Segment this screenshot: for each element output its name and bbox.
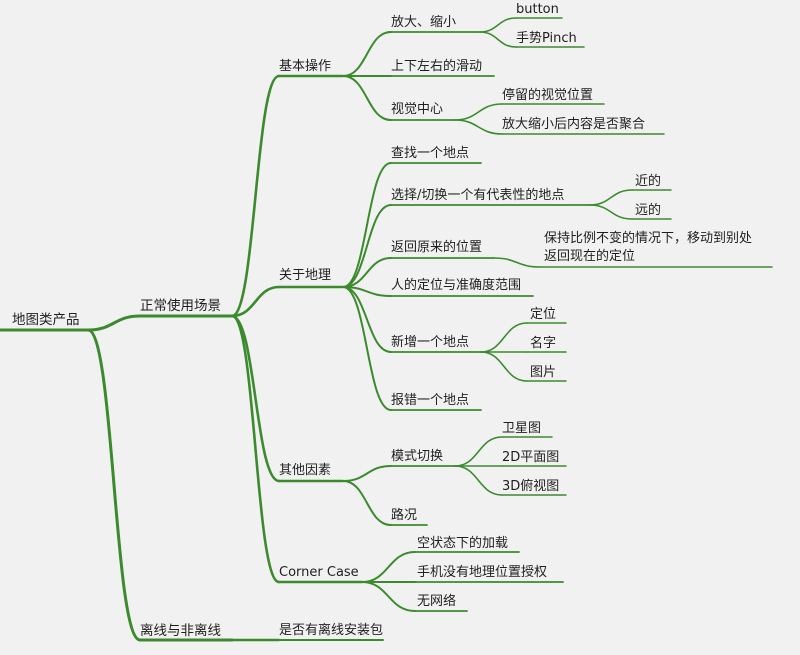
- node-traffic[interactable]: 路况: [391, 508, 418, 523]
- edge-mode-3d: [454, 465, 503, 496]
- edge-basic-visual: [342, 75, 392, 121]
- node-normal-usage[interactable]: 正常使用场景: [140, 298, 221, 314]
- edge-back-desc: [493, 257, 541, 268]
- edge-other-mode: [342, 465, 392, 482]
- node-no-network[interactable]: 无网络: [417, 594, 457, 609]
- node-offline[interactable]: 离线与非离线: [140, 623, 221, 639]
- edge-geo-add: [342, 286, 392, 353]
- node-return-desc-line2[interactable]: 返回现在的定位: [544, 249, 636, 264]
- node-visual-stay[interactable]: 停留的视觉位置: [502, 88, 594, 103]
- edge-geo-find: [342, 162, 392, 288]
- node-near[interactable]: 近的: [635, 174, 662, 189]
- node-add-picture[interactable]: 图片: [530, 365, 557, 380]
- node-zoom-pinch[interactable]: 手势Pinch: [516, 31, 577, 46]
- edge-root-normal: [86, 314, 142, 332]
- node-add-place[interactable]: 新增一个地点: [391, 335, 470, 350]
- edge-normal-corner: [230, 314, 281, 584]
- node-no-location-auth[interactable]: 手机没有地理位置授权: [417, 565, 548, 580]
- edge-zoom-button: [479, 17, 517, 33]
- node-corner-case[interactable]: Corner Case: [279, 565, 359, 580]
- edge-visual-stay: [454, 103, 503, 121]
- node-add-position[interactable]: 定位: [530, 307, 557, 322]
- node-select-place[interactable]: 选择/切换一个有代表性的地点: [391, 188, 565, 203]
- edge-geo-select: [342, 204, 392, 288]
- edge-normal-other: [230, 314, 281, 483]
- edge-root-offline: [86, 328, 142, 642]
- node-far[interactable]: 远的: [635, 203, 662, 218]
- edge-geo-report: [342, 286, 392, 411]
- node-zoom[interactable]: 放大、缩小: [391, 15, 457, 30]
- node-3d-view[interactable]: 3D俯视图: [502, 479, 560, 494]
- node-2d-map[interactable]: 2D平面图: [502, 450, 560, 465]
- edge-zoom-pinch: [479, 31, 517, 48]
- node-return-desc-line1[interactable]: 保持比例不变的情况下，移动到别处: [544, 231, 753, 246]
- node-mode-switch[interactable]: 模式切换: [391, 449, 444, 464]
- node-person-location[interactable]: 人的定位与准确度范围: [391, 278, 522, 293]
- node-offline-package[interactable]: 是否有离线安装包: [279, 623, 384, 638]
- node-other-factors[interactable]: 其他因素: [279, 463, 332, 478]
- node-report-place[interactable]: 报错一个地点: [391, 393, 470, 408]
- edge-other-traffic: [342, 480, 392, 526]
- node-visual-cluster[interactable]: 放大缩小后内容是否聚合: [502, 117, 646, 132]
- edge-mode-satellite: [454, 436, 503, 467]
- node-find-place[interactable]: 查找一个地点: [391, 146, 470, 161]
- edge-select-near: [589, 189, 633, 206]
- node-visual-center[interactable]: 视觉中心: [391, 102, 444, 117]
- edge-basic-zoom: [342, 31, 392, 77]
- node-empty-loading[interactable]: 空状态下的加载: [417, 536, 509, 551]
- node-return-original[interactable]: 返回原来的位置: [391, 240, 483, 255]
- edge-add-position: [480, 322, 528, 353]
- node-add-name[interactable]: 名字: [530, 336, 557, 351]
- edge-corner-empty: [361, 551, 416, 583]
- edge-corner-network: [361, 581, 416, 612]
- edge-add-picture: [480, 351, 528, 382]
- edge-select-far: [589, 204, 633, 220]
- node-pan[interactable]: 上下左右的滑动: [391, 59, 483, 74]
- node-geo[interactable]: 关于地理: [279, 268, 332, 283]
- edge-normal-geo: [230, 285, 281, 318]
- node-basic-ops[interactable]: 基本操作: [279, 59, 332, 74]
- edge-geo-back: [342, 257, 392, 288]
- node-zoom-button[interactable]: button: [516, 2, 559, 17]
- edge-visual-cluster: [454, 119, 503, 135]
- root-node[interactable]: 地图类产品: [12, 312, 80, 328]
- node-satellite[interactable]: 卫星图: [502, 421, 542, 436]
- edge-normal-basic: [230, 74, 281, 318]
